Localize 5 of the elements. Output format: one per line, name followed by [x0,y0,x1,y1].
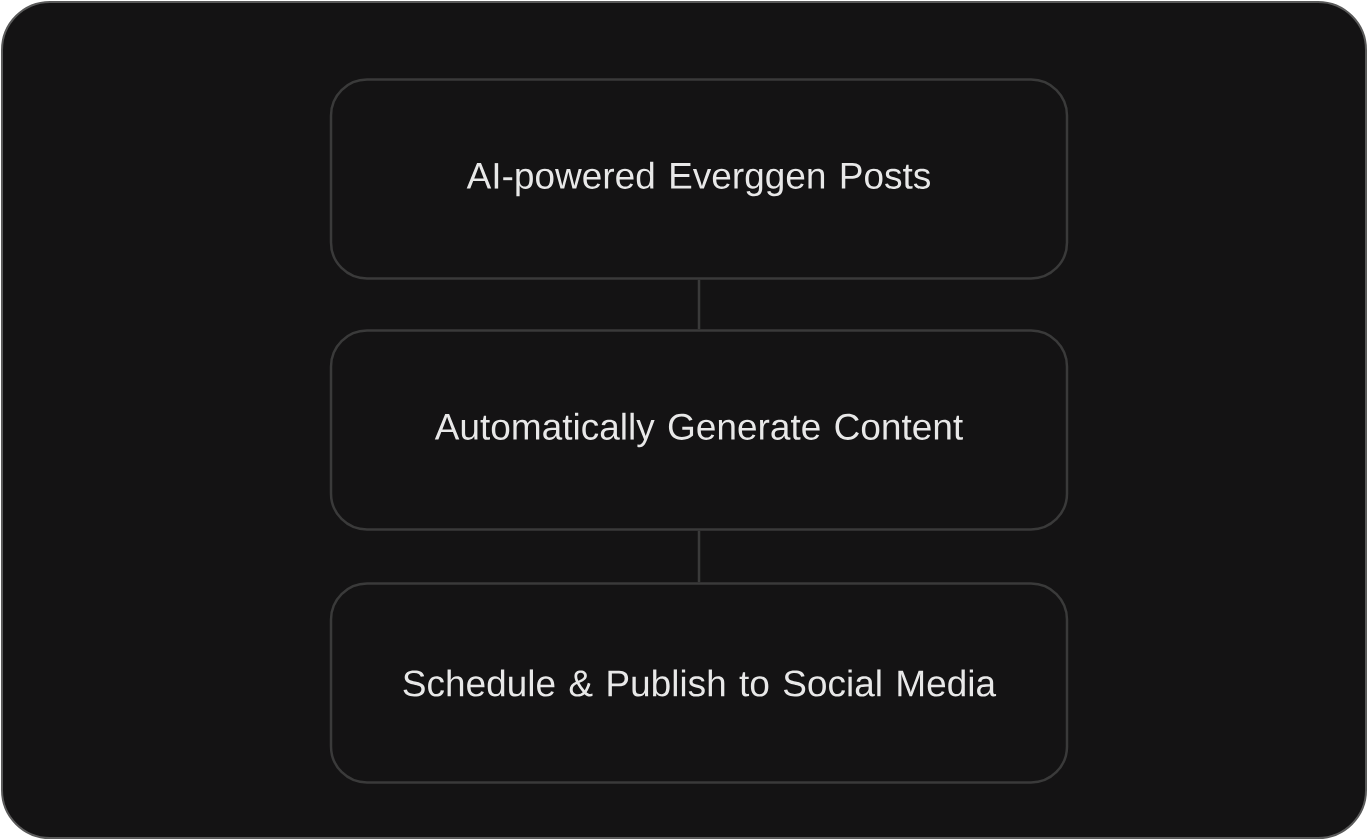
process-box: Automatically Generate Content [329,329,1069,531]
connector-line [697,530,701,583]
process-box: Schedule & Publish to Social Media [329,582,1069,784]
process-box: AI-powered Everggen Posts [329,78,1069,280]
connector-line [697,279,701,330]
